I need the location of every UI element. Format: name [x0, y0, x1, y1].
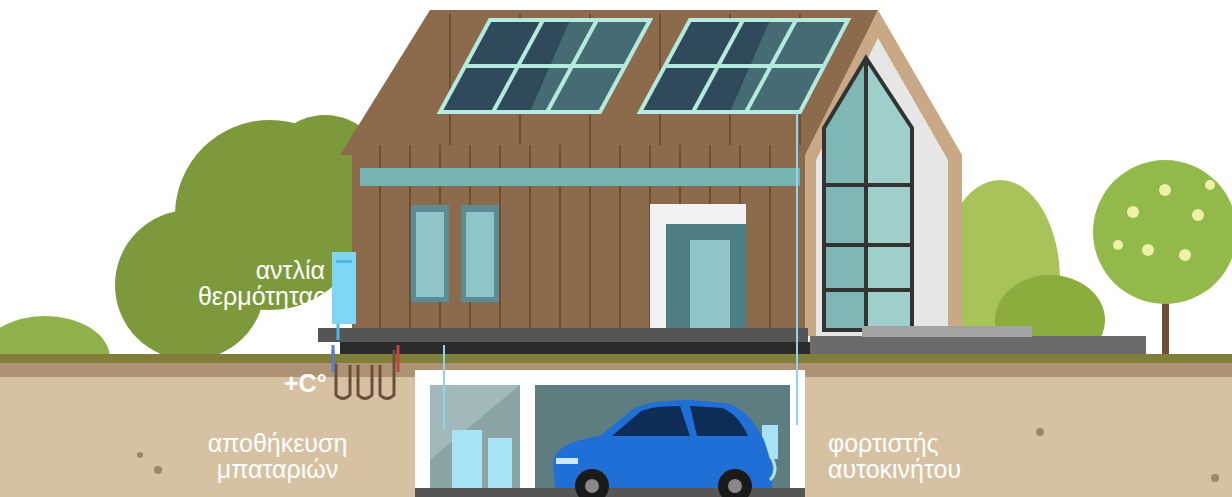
glass-facade [824, 58, 912, 330]
callout-label: +C° [284, 370, 327, 396]
floor-slab [318, 328, 808, 342]
teal-band [360, 168, 800, 186]
door-recess [666, 224, 746, 330]
wheel [718, 469, 752, 497]
hub [728, 479, 742, 493]
hub [585, 479, 599, 493]
grass-line [0, 354, 1232, 363]
garage [535, 385, 790, 497]
heat-pump-vent [336, 260, 352, 263]
wood-wall [352, 145, 808, 333]
window-glass [466, 212, 494, 297]
soil [0, 362, 1232, 497]
window-glass [416, 212, 444, 297]
ground-loop [333, 345, 398, 399]
panel-grid [440, 20, 848, 112]
car-window [690, 406, 748, 436]
charging-cable [770, 455, 775, 480]
glass-frame [824, 58, 912, 330]
power-cables [444, 112, 797, 430]
entrance [650, 204, 746, 330]
wheel [575, 469, 609, 497]
step [862, 326, 1032, 337]
foundation [340, 342, 810, 354]
callout-label: αποθήκευση μπαταριών [190, 430, 365, 482]
tree-canopy [1093, 160, 1232, 304]
solar-panel [440, 20, 650, 112]
battery-unit [452, 430, 482, 488]
window-frame [411, 205, 449, 302]
battery-unit [488, 438, 512, 488]
door [690, 240, 730, 330]
gable [805, 10, 962, 336]
solar-panel [640, 20, 848, 112]
headlight [556, 458, 578, 464]
windows [411, 205, 499, 302]
solar-panels [440, 20, 848, 112]
electric-car [553, 400, 775, 497]
gable-inner [816, 38, 948, 336]
terrace [810, 336, 1146, 354]
callout-label: αντλία θερμότητας [150, 257, 325, 309]
door-pillar [650, 204, 666, 330]
car-window [612, 406, 690, 436]
fruit-dots [1113, 180, 1215, 261]
heat-pump-pipe [337, 324, 340, 340]
window-frame [461, 205, 499, 302]
heat-pump [332, 252, 356, 324]
callout-label: φορτιστής αυτοκινήτου [828, 430, 1003, 482]
